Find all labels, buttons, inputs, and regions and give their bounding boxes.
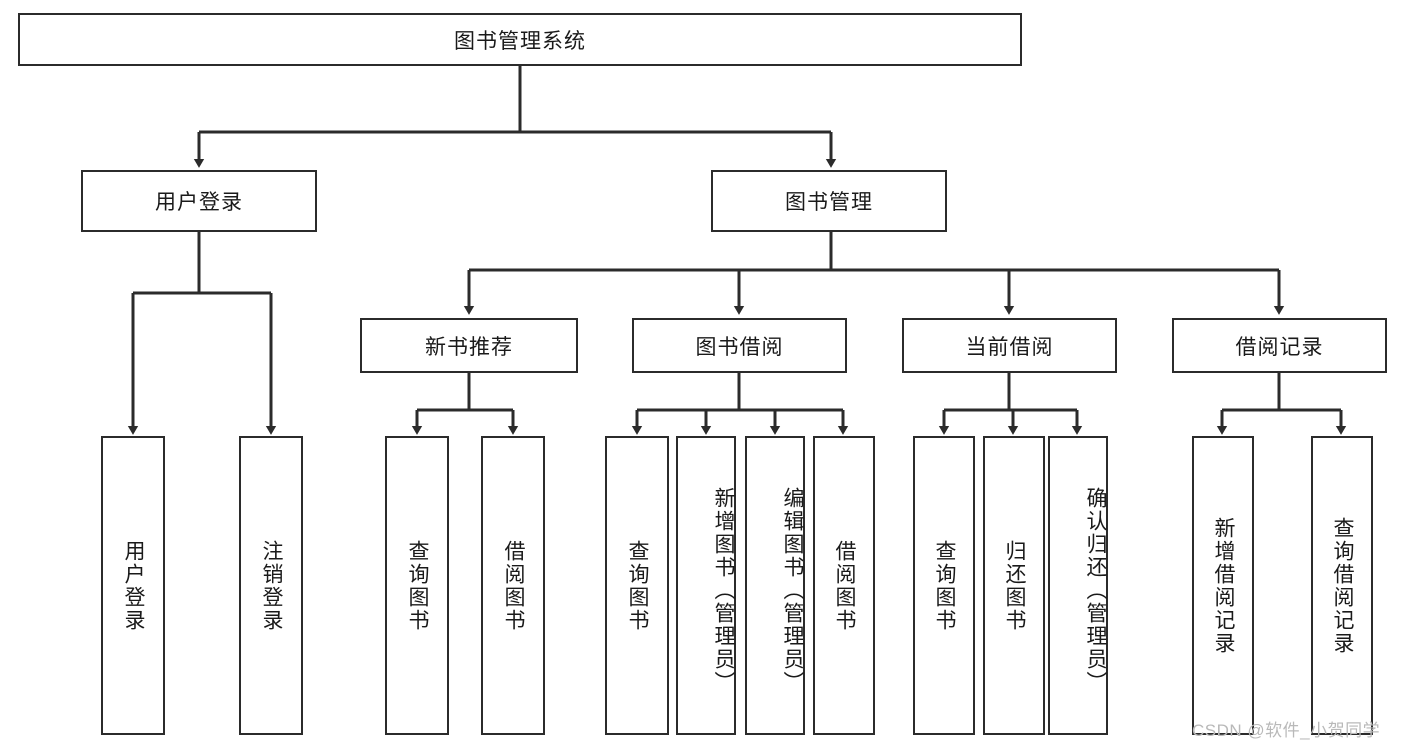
node-leaf-borrow-book-2[interactable]: 借阅图书 [813,436,875,735]
node-leaf-user-logout-label: 注销登录 [260,539,284,632]
node-current-borrow[interactable]: 当前借阅 [902,318,1117,373]
node-new-book-rec[interactable]: 新书推荐 [360,318,578,373]
node-leaf-return-book-label: 归还图书 [1003,539,1027,632]
node-root-label: 图书管理系统 [454,29,586,53]
node-leaf-user-login[interactable]: 用户登录 [101,436,165,735]
node-leaf-return-book[interactable]: 归还图书 [983,436,1045,735]
node-leaf-borrow-book-1-label: 借阅图书 [502,539,526,632]
node-book-borrow-label: 图书借阅 [695,335,784,359]
node-leaf-add-record[interactable]: 新增借阅记录 [1192,436,1254,735]
node-leaf-query-book-2[interactable]: 查询图书 [605,436,669,735]
node-leaf-add-book-label: 新增图书（管理员） [712,487,735,694]
node-borrow-record[interactable]: 借阅记录 [1172,318,1387,373]
node-root[interactable]: 图书管理系统 [18,13,1022,66]
node-leaf-confirm-return[interactable]: 确认归还（管理员） [1048,436,1108,735]
node-current-borrow-label: 当前借阅 [965,335,1054,359]
node-leaf-edit-book-label: 编辑图书（管理员） [781,487,804,694]
node-leaf-query-book-1-label: 查询图书 [406,539,430,632]
node-leaf-user-logout[interactable]: 注销登录 [239,436,303,735]
node-book-manage-label: 图书管理 [785,191,873,214]
node-leaf-add-book[interactable]: 新增图书（管理员） [676,436,736,735]
node-leaf-query-book-3-label: 查询图书 [933,539,957,632]
node-user-login[interactable]: 用户登录 [81,170,317,232]
node-leaf-borrow-book-1[interactable]: 借阅图书 [481,436,545,735]
node-borrow-record-label: 借阅记录 [1235,335,1324,359]
node-leaf-confirm-return-label: 确认归还（管理员） [1084,487,1107,694]
node-leaf-query-book-3[interactable]: 查询图书 [913,436,975,735]
node-leaf-query-record[interactable]: 查询借阅记录 [1311,436,1373,735]
node-leaf-query-record-label: 查询借阅记录 [1331,516,1355,655]
node-leaf-edit-book[interactable]: 编辑图书（管理员） [745,436,805,735]
node-book-manage[interactable]: 图书管理 [711,170,947,232]
node-book-borrow[interactable]: 图书借阅 [632,318,847,373]
node-leaf-add-record-label: 新增借阅记录 [1212,516,1236,655]
node-user-login-label: 用户登录 [155,191,243,214]
node-leaf-borrow-book-2-label: 借阅图书 [833,539,857,632]
node-leaf-query-book-1[interactable]: 查询图书 [385,436,449,735]
node-leaf-user-login-label: 用户登录 [122,539,146,632]
node-new-book-rec-label: 新书推荐 [425,335,513,359]
node-leaf-query-book-2-label: 查询图书 [626,539,650,632]
